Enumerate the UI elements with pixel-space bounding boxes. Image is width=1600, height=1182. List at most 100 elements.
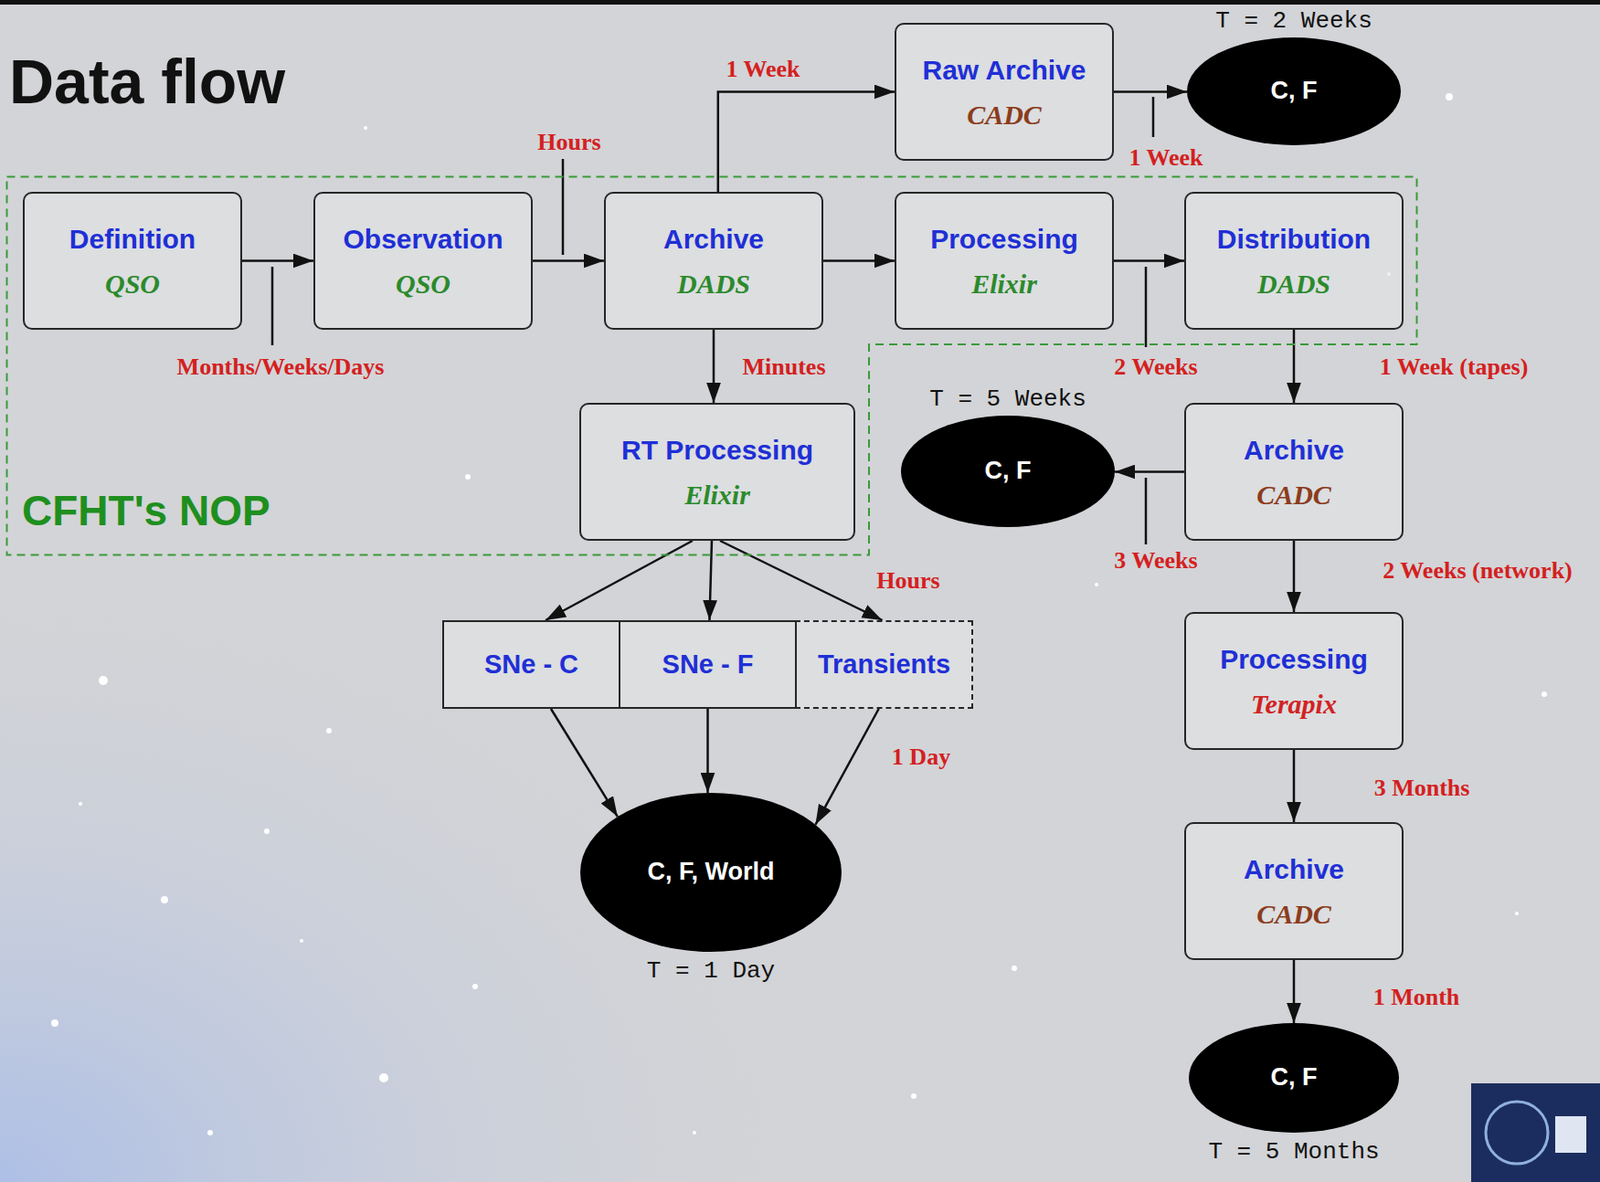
flow-arrow	[242, 259, 314, 263]
flow-arrow	[545, 540, 693, 621]
box-heading: Processing	[930, 223, 1079, 255]
ellipse-fill	[1186, 37, 1401, 146]
star	[299, 939, 304, 944]
delay-label: 1 Month	[1373, 985, 1461, 1012]
system-name: CADC	[966, 99, 1042, 130]
leader-tick	[1152, 96, 1155, 138]
flow-arrow	[1114, 470, 1185, 474]
system-name: Elixir	[971, 268, 1038, 299]
star	[692, 1131, 697, 1135]
flow-arrow	[706, 709, 710, 794]
recipient-name: C, F, World	[647, 858, 775, 887]
recipient-name: C, F	[1271, 1064, 1318, 1092]
recipient-ellipse: C, F, WorldT = 1 Day	[580, 793, 842, 953]
process-box: Raw ArchiveCADC	[894, 22, 1114, 161]
star	[1515, 911, 1519, 916]
star	[363, 126, 368, 130]
time-label: T = 1 Day	[646, 957, 775, 986]
flow-arrow	[823, 259, 895, 263]
flow-arrow	[709, 540, 712, 621]
delay-label: 1 Week	[1128, 145, 1203, 172]
box-heading: RT Processing	[621, 434, 814, 466]
process-box: ObservationQSO	[313, 191, 533, 330]
box-heading: Archive	[1243, 434, 1345, 466]
delay-label: 1 Week	[725, 56, 800, 84]
region-name: CFHT's NOP	[21, 487, 271, 535]
delay-label: 1 Week (tapes)	[1379, 354, 1529, 382]
flow-arrow	[1113, 259, 1185, 263]
delay-label: 1 Day	[891, 744, 951, 772]
time-label: T = 5 Months	[1207, 1138, 1379, 1166]
process-box: ProcessingTerapix	[1184, 612, 1404, 751]
system-name: QSO	[395, 268, 451, 299]
delay-label: 2 Weeks	[1113, 354, 1198, 382]
time-label: T = 2 Weeks	[1215, 7, 1373, 35]
label-ticks	[272, 96, 1154, 545]
recipient-ellipse: T = 2 WeeksC, F	[1186, 37, 1401, 146]
star	[472, 984, 478, 990]
process-box: DistributionDADS	[1184, 191, 1404, 330]
box-heading: SNe - F	[662, 650, 754, 680]
box-heading: Raw Archive	[922, 54, 1087, 85]
process-box: ProcessingElixir	[894, 191, 1114, 330]
system-name: Terapix	[1250, 688, 1337, 720]
ellipse-fill	[580, 793, 842, 953]
recipient-ellipse: C, FT = 5 Months	[1188, 1023, 1399, 1134]
process-box: RT ProcessingElixir	[579, 402, 856, 541]
flow-arrow	[1292, 750, 1296, 823]
star	[78, 802, 83, 806]
delay-label: Minutes	[742, 354, 827, 382]
output-cell: SNe - F	[618, 620, 797, 710]
star	[51, 1019, 59, 1028]
flow-arrow	[550, 709, 618, 817]
delay-label: 3 Weeks	[1113, 548, 1198, 575]
region-dashed-border	[7, 177, 1418, 556]
leader-tick	[271, 266, 275, 346]
star	[1541, 691, 1548, 698]
time-label: T = 5 Weeks	[929, 385, 1087, 414]
logo-dome	[1555, 1116, 1587, 1154]
top-bar	[0, 0, 1600, 5]
delay-label: 3 Months	[1374, 775, 1471, 803]
flow-arrow	[1113, 90, 1187, 94]
box-heading: Distribution	[1217, 223, 1371, 255]
star	[264, 828, 270, 835]
system-name: QSO	[105, 268, 160, 299]
star	[379, 1073, 389, 1083]
flow-arrow	[532, 259, 604, 263]
star	[160, 896, 169, 904]
output-cell: SNe - C	[442, 620, 621, 710]
box-heading: Archive	[1243, 854, 1345, 885]
star	[207, 1130, 213, 1136]
leader-tick	[561, 158, 565, 255]
recipient-name: C, F	[985, 457, 1032, 486]
delay-label: Hours	[537, 129, 601, 157]
process-box: ArchiveDADS	[603, 191, 824, 330]
star	[98, 676, 108, 686]
logo-ring	[1485, 1101, 1548, 1165]
recipient-name: C, F	[1271, 77, 1318, 106]
ellipse-fill	[1188, 1023, 1399, 1134]
output-cell: Transients	[794, 620, 974, 710]
system-name: Elixir	[684, 479, 751, 510]
system-name: CADC	[1256, 899, 1332, 930]
process-box: ArchiveCADC	[1184, 822, 1404, 961]
star	[1094, 582, 1099, 587]
box-heading: Processing	[1219, 644, 1368, 675]
leader-tick	[1144, 477, 1148, 545]
star	[1445, 93, 1453, 101]
box-heading: SNe - C	[484, 650, 579, 680]
logo	[1471, 1083, 1600, 1182]
stars	[51, 93, 1548, 1136]
delay-label: 2 Weeks (network)	[1382, 558, 1573, 585]
process-box: ArchiveCADC	[1184, 402, 1404, 541]
recipient-ellipse: T = 5 WeeksC, F	[900, 415, 1115, 528]
process-box: DefinitionQSO	[22, 191, 243, 330]
box-heading: Definition	[69, 223, 196, 255]
star	[911, 1093, 917, 1100]
system-name: DADS	[1257, 268, 1331, 299]
logo-panel	[1471, 1083, 1600, 1182]
flow-arrow	[815, 709, 879, 826]
